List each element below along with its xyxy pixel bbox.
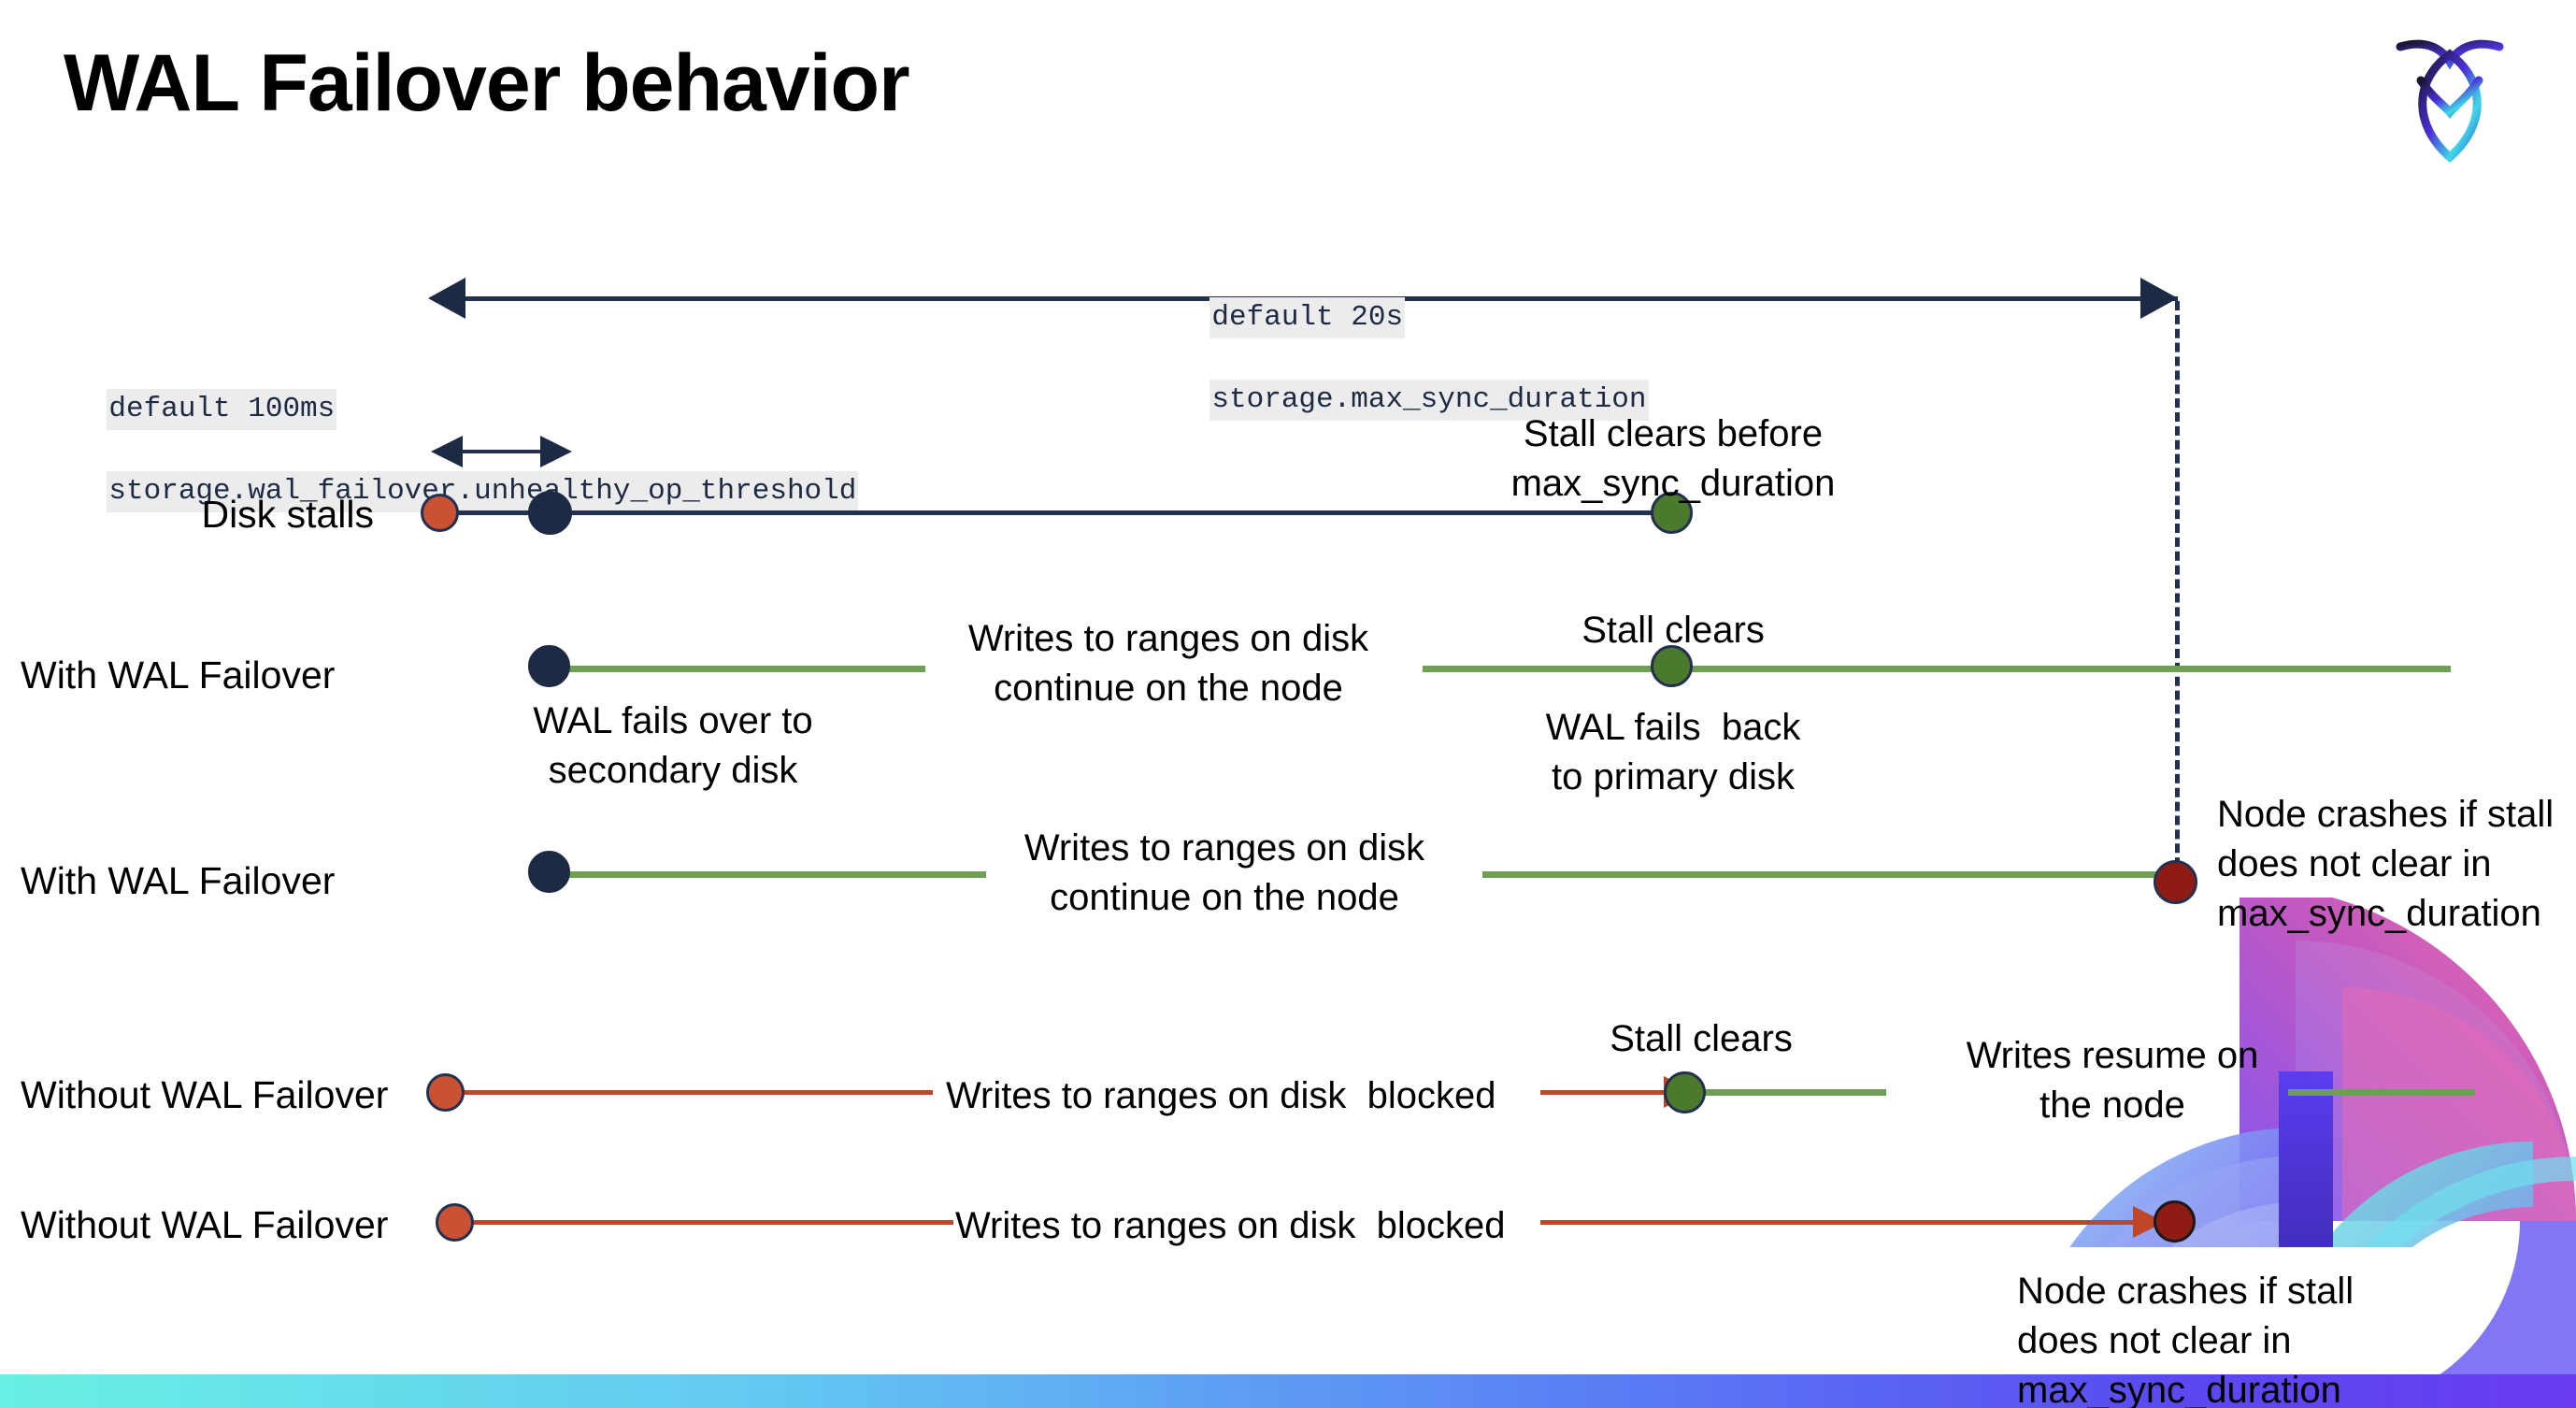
note-line-1: Node crashes if stall (2217, 794, 2555, 835)
note-line-1: WAL fails back (1545, 707, 1801, 748)
without-failover-1-resume-line (1699, 1089, 1886, 1096)
note-line-1: WAL fails over to (533, 700, 813, 741)
unhealthy-threshold-right-arrowhead (540, 436, 572, 467)
without-failover-2-blocked-line-b (1540, 1220, 2139, 1225)
unhealthy-op-default-label: default 100ms (107, 389, 337, 431)
max-sync-span-right-arrowhead (2140, 278, 2178, 319)
note-wal-fails-back: WAL fails back to primary disk (1453, 703, 1893, 802)
without-failover-2-crash-dot (2154, 1200, 2196, 1243)
note-stall-clears-1: Stall clears (1581, 610, 1765, 651)
note-line-2: continue on the node (1050, 876, 1399, 918)
wal-failover-1-clear-dot (1651, 645, 1693, 687)
note-line-3: max_sync_duration (2017, 1370, 2341, 1408)
row-label-with-wal-failover-2: With WAL Failover (21, 859, 336, 902)
max-sync-default-label: default 20s (1209, 297, 1406, 339)
note-writes-blocked-1: Writes to ranges on disk blocked (946, 1075, 1496, 1116)
without-failover-1-blocked-line-a (447, 1090, 933, 1095)
wal-failover-1-segment-left (551, 666, 925, 672)
without-failover-2-start-dot (436, 1203, 474, 1242)
unhealthy-op-setting-name: storage.wal_failover.unhealthy_op_thresh… (107, 471, 859, 513)
page-title: WAL Failover behavior (64, 38, 910, 128)
footer-gradient-bar (0, 1374, 2576, 1408)
unhealthy-threshold-left-arrowhead (431, 436, 463, 467)
max-sync-setting-name: storage.max_sync_duration (1209, 380, 1649, 422)
note-writes-continue-1: Writes to ranges on disk continue on the … (935, 614, 1402, 713)
row-label-with-wal-failover-1: With WAL Failover (21, 654, 336, 697)
without-failover-2-blocked-line-a (458, 1220, 953, 1225)
without-failover-1-start-dot (426, 1073, 465, 1112)
disk-stalls-start-dot (421, 494, 459, 532)
note-line-2: continue on the node (994, 667, 1343, 709)
without-failover-1-resume-line-far (2288, 1089, 2475, 1096)
note-line-2: max_sync_duration (1510, 462, 1836, 504)
row-label-without-wal-failover-2: Without WAL Failover (21, 1203, 389, 1246)
note-line-2: secondary disk (548, 749, 798, 791)
note-line-1: Writes resume on (1966, 1035, 2259, 1076)
note-line-1: Node crashes if stall (2017, 1271, 2354, 1312)
max-sync-deadline-dashed-line (2175, 301, 2180, 881)
wal-failover-2-segment-left (551, 871, 986, 878)
note-writes-resume: Writes resume on the node (1925, 1031, 2299, 1130)
disk-stalls-timeline (439, 510, 1682, 515)
wal-failover-1-failover-dot (528, 645, 570, 687)
note-node-crashes-2: Node crashes if stall does not clear in ma… (2017, 1267, 2391, 1408)
note-writes-continue-2: Writes to ranges on disk continue on the … (991, 824, 1458, 923)
wal-failover-2-segment-right (1482, 871, 2179, 878)
note-line-2: the node (2039, 1084, 2185, 1126)
row-label-disk-stalls: Disk stalls (201, 493, 374, 536)
wal-failover-2-failover-dot (528, 851, 570, 893)
wal-failover-1-segment-right (1423, 666, 2451, 672)
note-line-1: Stall clears before (1523, 413, 1824, 454)
note-wal-fails-over: WAL fails over to secondary disk (477, 697, 869, 796)
note-line-3: max_sync_duration (2217, 893, 2541, 935)
note-line-1: Writes to ranges on disk (1023, 827, 1425, 869)
without-failover-1-clear-dot (1664, 1071, 1706, 1113)
note-line-2: does not clear in (2217, 843, 2492, 885)
note-line-1: Writes to ranges on disk (967, 618, 1369, 659)
note-node-crashes-1: Node crashes if stall does not clear in ma… (2217, 790, 2572, 940)
max-sync-duration-chip: default 20s storage.max_sync_duration (1140, 256, 1649, 462)
row-label-without-wal-failover-1: Without WAL Failover (21, 1073, 389, 1116)
unhealthy-threshold-span-line (456, 450, 542, 453)
note-line-2: does not clear in (2017, 1320, 2292, 1362)
max-sync-span-left-arrowhead (428, 278, 465, 319)
disk-stalls-clear-dot (1651, 492, 1693, 534)
without-failover-1-blocked-line-b (1540, 1090, 1671, 1095)
note-writes-blocked-2: Writes to ranges on disk blocked (955, 1205, 1506, 1246)
cockroach-labs-logo-icon (2391, 26, 2509, 165)
unhealthy-op-threshold-chip: default 100ms storage.wal_failover.unhea… (37, 348, 859, 553)
note-line-2: to primary disk (1551, 755, 1796, 797)
note-stall-clears-before: Stall clears before max_sync_duration (1458, 409, 1888, 509)
note-stall-clears-2: Stall clears (1610, 1018, 1793, 1059)
wal-failover-2-crash-dot (2154, 860, 2197, 904)
disk-stalls-threshold-dot (528, 491, 572, 535)
